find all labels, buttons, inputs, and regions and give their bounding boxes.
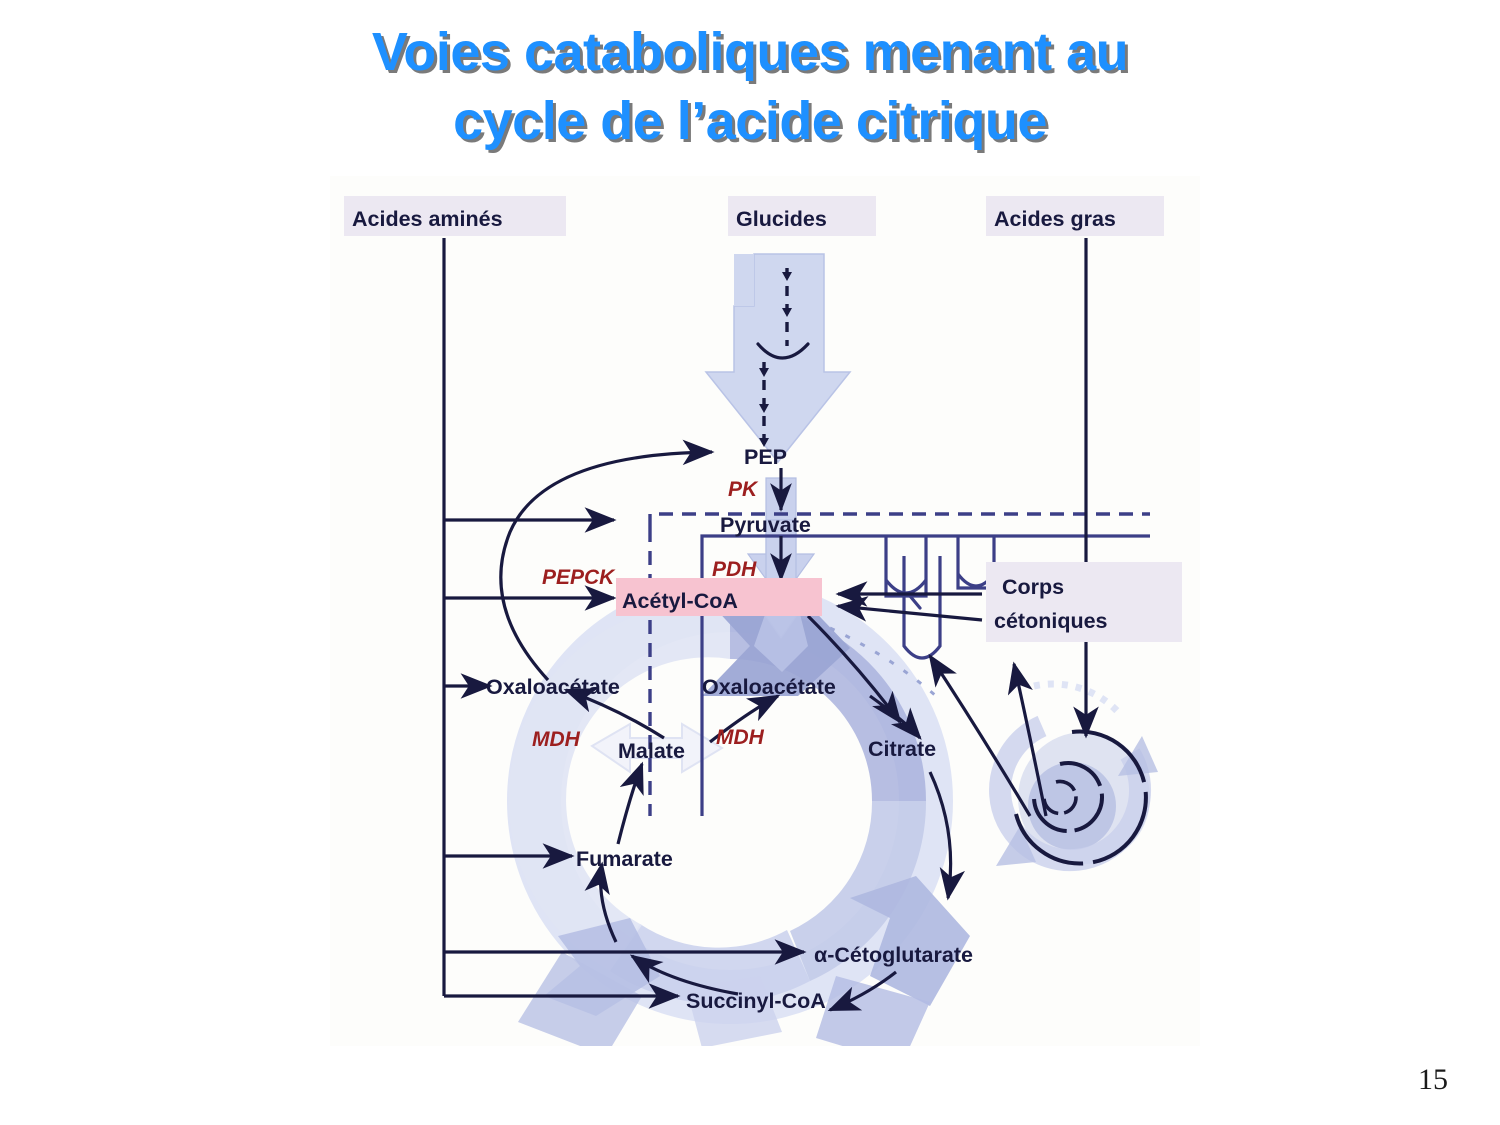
reaction-arrows bbox=[499, 439, 1048, 1012]
metabolite-label-acetyl-coa: Acétyl-CoA bbox=[622, 589, 738, 613]
acides-amines-highlight bbox=[344, 196, 566, 236]
metabolic-pathway-diagram: Acides aminés Glucides Acides gras PEP P… bbox=[330, 176, 1200, 1046]
enzyme-label-mdh-cytosol: MDH bbox=[532, 728, 581, 751]
page-title: Voies cataboliques menant au cycle de l’… bbox=[371, 22, 1129, 152]
page-number: 15 bbox=[1418, 1063, 1448, 1096]
metabolite-label-fumarate: Fumarate bbox=[576, 847, 673, 871]
input-label-acides-amines: Acides aminés bbox=[352, 207, 503, 231]
enzyme-label-pk: PK bbox=[728, 478, 759, 501]
beta-oxidation-spiral-graphic bbox=[989, 680, 1158, 872]
metabolite-label-succinyl-coa: Succinyl-CoA bbox=[686, 989, 826, 1013]
glucides-flux-arrow-graphic bbox=[704, 253, 852, 464]
enzyme-label-pepck: PEPCK bbox=[542, 566, 616, 589]
pathway-connector-lines bbox=[442, 238, 1099, 1009]
metabolite-label-malate: Malate bbox=[618, 739, 685, 763]
metabolite-label-citrate: Citrate bbox=[868, 737, 936, 761]
glucides-highlight bbox=[728, 196, 876, 236]
metabolite-label-pep: PEP bbox=[744, 445, 787, 469]
enzyme-label-mdh-mito: MDH bbox=[716, 726, 765, 749]
acetyl-coa-highlight bbox=[616, 578, 822, 616]
acetylcoa-into-cycle-arrow-graphic bbox=[754, 606, 808, 672]
citric-acid-cycle-wheel-graphic bbox=[507, 578, 970, 1046]
outer-mitochondrial-membrane bbox=[648, 512, 1150, 816]
metabolite-label-alpha-cetoglutarate: α-Cétoglutarate bbox=[814, 943, 973, 967]
input-label-glucides: Glucides bbox=[736, 207, 827, 231]
metabolite-label-oxaloacetate-mito: Oxaloacétate bbox=[702, 675, 836, 699]
metabolite-label-pyruvate: Pyruvate bbox=[720, 513, 811, 537]
enzyme-label-pdh: PDH bbox=[712, 558, 757, 581]
metabolite-label-oxaloacetate-cytosol: Oxaloacétate bbox=[486, 675, 620, 699]
corps-cetoniques-highlight bbox=[986, 562, 1182, 642]
metabolite-label-corps-cetoniques-line2: cétoniques bbox=[994, 609, 1108, 633]
acides-gras-highlight bbox=[986, 196, 1164, 236]
metabolite-label-corps-cetoniques-line1: Corps bbox=[1002, 575, 1064, 599]
input-label-acides-gras: Acides gras bbox=[994, 207, 1116, 231]
